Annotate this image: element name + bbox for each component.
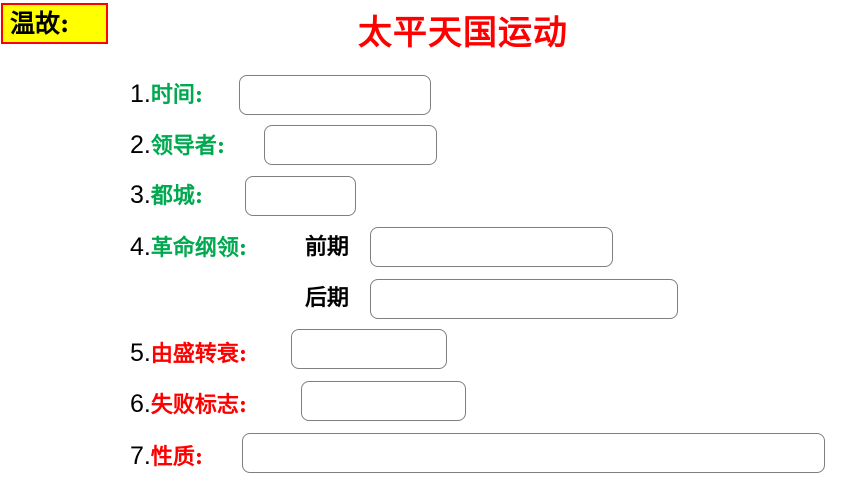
item-time: 1.时间: (130, 74, 203, 114)
early-program-answer-box[interactable] (370, 227, 613, 267)
capital-answer-box[interactable] (245, 176, 356, 216)
sub-label-early: 前期 (305, 234, 350, 260)
item-number: 1. (130, 80, 151, 108)
turning-point-answer-box[interactable] (291, 329, 447, 369)
item-label: 失败标志: (150, 392, 247, 418)
time-answer-box[interactable] (239, 75, 431, 115)
leader-answer-box[interactable] (264, 125, 437, 165)
page-title: 太平天国运动 (358, 13, 568, 53)
item-failure-sign: 6.失败标志: (130, 384, 247, 424)
item-label: 性质: (150, 444, 203, 470)
item-program: 4.革命纲领: (130, 227, 247, 267)
item-label: 时间: (150, 82, 203, 108)
failure-sign-answer-box[interactable] (301, 381, 466, 421)
item-number: 2. (130, 131, 151, 159)
item-capital: 3.都城: (130, 175, 203, 215)
item-leader: 2.领导者: (130, 125, 225, 165)
nature-answer-box[interactable] (242, 433, 825, 473)
item-number: 7. (130, 442, 151, 470)
item-nature: 7.性质: (130, 436, 203, 476)
item-number: 3. (130, 181, 151, 209)
sub-label-late: 后期 (305, 285, 350, 311)
late-program-answer-box[interactable] (370, 279, 678, 319)
item-number: 6. (130, 390, 151, 418)
item-label: 革命纲领: (150, 235, 247, 261)
item-label: 领导者: (150, 133, 225, 159)
item-turning-point: 5.由盛转衰: (130, 333, 247, 373)
review-badge: 温故: (1, 3, 108, 44)
item-number: 4. (130, 233, 151, 261)
item-label: 由盛转衰: (150, 341, 247, 367)
item-number: 5. (130, 339, 151, 367)
item-label: 都城: (150, 183, 203, 209)
